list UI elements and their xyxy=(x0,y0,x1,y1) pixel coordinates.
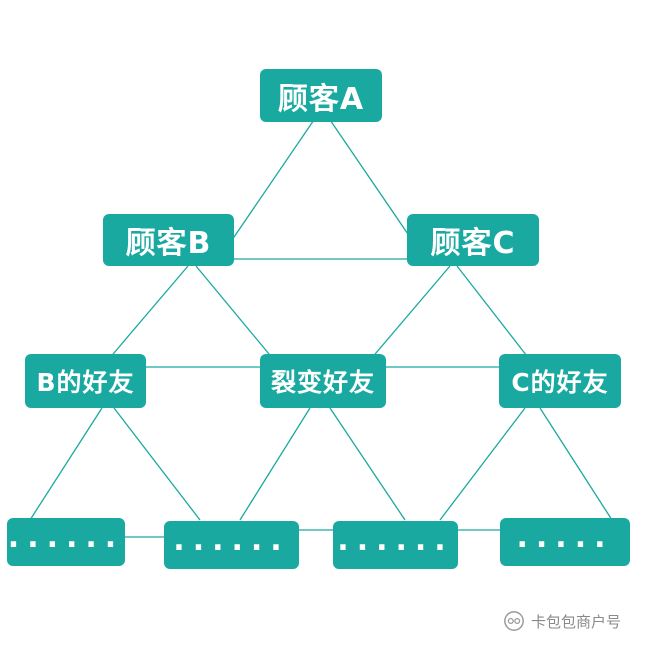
node-c-friends: C的好友 xyxy=(499,354,621,408)
edge-fission-leaf2 xyxy=(239,407,311,521)
node-customer-c: 顾客C xyxy=(407,214,539,266)
edge-b-bfriends xyxy=(107,265,189,361)
edge-bfriends-leaf2 xyxy=(113,407,201,521)
edge-cfriends-leaf4 xyxy=(539,407,613,521)
watermark: 卡包包商户号 xyxy=(503,606,621,636)
edge-a-b xyxy=(231,113,319,241)
node-fission-friends: 裂变好友 xyxy=(260,354,386,408)
watermark-text: 卡包包商户号 xyxy=(531,612,622,631)
node-b-friends: B的好友 xyxy=(25,354,146,408)
node-leaf-4: ..... xyxy=(500,518,630,566)
edge-bfriends-leaf1 xyxy=(29,407,103,521)
edge-cfriends-leaf3 xyxy=(439,407,526,521)
edge-c-cfriends xyxy=(456,265,531,361)
edge-a-c xyxy=(325,113,413,241)
node-leaf-1: ...... xyxy=(7,518,125,566)
node-customer-a: 顾客A xyxy=(260,69,382,122)
edge-c-fission xyxy=(369,265,451,361)
node-leaf-3: ...... xyxy=(333,521,458,569)
edge-b-fission xyxy=(195,265,275,361)
wechat-official-account-icon xyxy=(504,611,524,631)
edge-fission-leaf3 xyxy=(329,407,406,521)
node-leaf-2: ...... xyxy=(164,521,299,569)
node-customer-b: 顾客B xyxy=(103,214,234,266)
